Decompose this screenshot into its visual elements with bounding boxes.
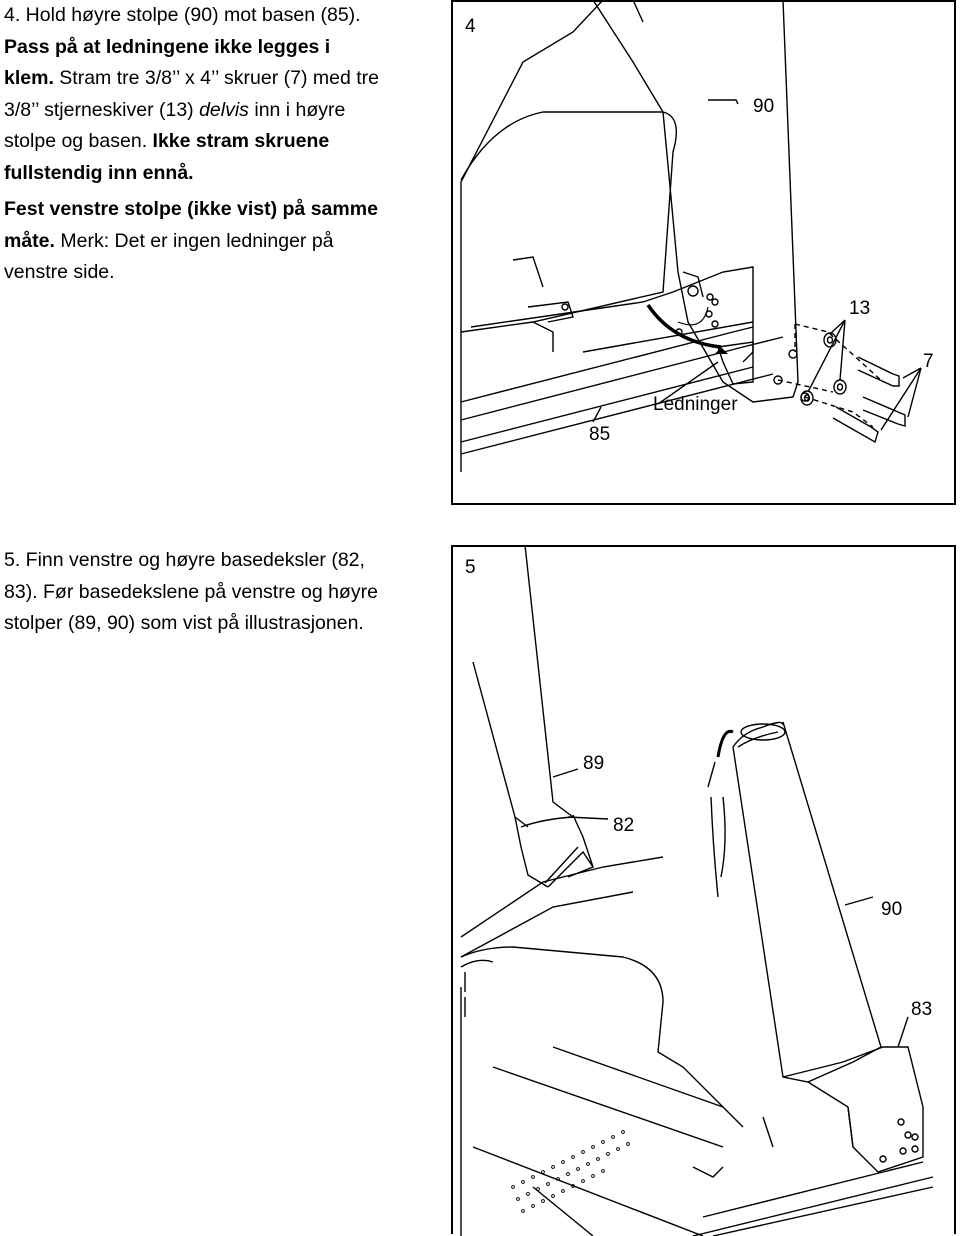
step4-line-5: stolpe og basen. Ikke stram skruene — [4, 130, 330, 152]
step5-illustration: 5 89 82 90 83 — [460, 547, 934, 1236]
callout-90-step4: 90 — [753, 96, 774, 117]
step4-instructions: 4. Hold høyre stolpe (90) mot basen (85)… — [4, 0, 379, 189]
callout-83: 83 — [911, 999, 932, 1020]
callout-90-step5: 90 — [881, 899, 902, 920]
callout-85: 85 — [589, 424, 610, 445]
step5-line-1: 5. Finn venstre og høyre basedeksler (82… — [4, 549, 365, 571]
step5-instructions: 5. Finn venstre og høyre basedeksler (82… — [4, 545, 378, 640]
step4-extra-line-2: måte. Merk: Det er ingen ledninger på — [4, 229, 334, 252]
step4-extra-line-1: Fest venstre stolpe (ikke vist) på samme — [4, 198, 378, 220]
step4-line-4: 3/8’’ stjerneskiver (13) delvis inn i hø… — [4, 98, 346, 121]
step4-figure-number: 4 — [465, 16, 476, 37]
step4-left-post-note: Fest venstre stolpe (ikke vist) på samme… — [4, 194, 378, 289]
step4-figure: 4 90 13 7 85 Ledninger — [451, 0, 956, 505]
callout-7: 7 — [923, 351, 934, 372]
step4-line-1: 4. Hold høyre stolpe (90) mot basen (85)… — [4, 4, 361, 26]
step4-line-2: Pass på at ledningene ikke legges i — [4, 35, 331, 58]
step4-illustration: 4 90 13 7 85 Ledninger — [460, 2, 934, 472]
step4-line-3: klem. Stram tre 3/8’’ x 4’’ skruer (7) m… — [4, 67, 379, 89]
callout-13: 13 — [849, 298, 870, 319]
callout-82: 82 — [613, 815, 634, 836]
callout-89: 89 — [583, 753, 604, 774]
step4-extra-line-3: venstre side. — [4, 261, 115, 283]
step5-line-3: stolper (89, 90) som vist på illustrasjo… — [4, 612, 364, 634]
step5-figure-number: 5 — [465, 557, 476, 578]
step4-line-6: fullstendig inn ennå. — [4, 161, 194, 184]
step5-figure: 5 89 82 90 83 — [451, 545, 956, 1236]
callout-wires: Ledninger — [653, 394, 738, 415]
step5-line-2: 83). Før basedekslene på venstre og høyr… — [4, 580, 378, 603]
